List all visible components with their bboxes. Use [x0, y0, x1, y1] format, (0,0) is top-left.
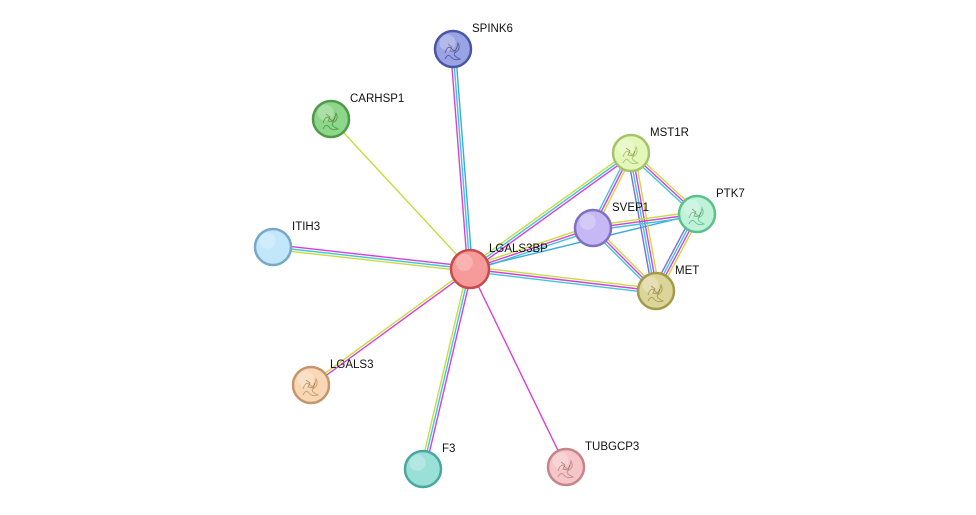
edge-line	[309, 267, 470, 385]
node-label: LGALS3BP	[489, 243, 548, 255]
node-label: F3	[442, 443, 455, 455]
edge-line	[272, 246, 471, 270]
edge-line	[422, 268, 471, 470]
edge-line	[468, 150, 631, 268]
edge-line	[469, 268, 567, 468]
edge-lgals3bp-tubgcp3	[469, 268, 567, 468]
node-circle[interactable]	[403, 449, 443, 489]
node-highlight	[579, 213, 596, 230]
node-itih3[interactable]: ITIH3	[253, 221, 320, 267]
protein-structure-icon	[444, 41, 462, 61]
node-circle[interactable]	[449, 248, 491, 290]
node-highlight	[259, 232, 276, 249]
edge-line	[469, 227, 594, 270]
node-circle[interactable]	[573, 208, 613, 248]
edge-line	[626, 153, 654, 292]
edge-line	[449, 49, 469, 270]
edge-line	[454, 48, 474, 269]
node-circle[interactable]	[546, 447, 586, 487]
node-circle[interactable]	[311, 99, 351, 139]
node-label: SVEP1	[612, 202, 649, 214]
protein-structure-icon	[622, 145, 640, 165]
node-circle[interactable]	[636, 271, 676, 311]
edge-line	[419, 268, 469, 469]
edge-lgals3bp-spink6	[449, 48, 474, 270]
edge-line	[470, 265, 657, 290]
edge-line	[452, 48, 471, 270]
node-lgals3[interactable]: LGALS3	[291, 359, 373, 405]
node-spink6[interactable]: SPINK6	[433, 23, 513, 69]
edge-lgals3bp-lgals3	[309, 267, 472, 387]
node-highlight	[455, 253, 473, 271]
edge-line	[469, 270, 656, 295]
protein-structure-icon	[557, 459, 575, 479]
node-mst1r[interactable]: MST1R	[611, 127, 689, 173]
edge-line	[330, 118, 471, 270]
node-lgals3bp[interactable]: LGALS3BP	[449, 243, 548, 290]
node-circle[interactable]	[253, 227, 293, 267]
edge-lgals3bp-mst1r	[468, 150, 633, 272]
node-met[interactable]: MET	[636, 265, 699, 311]
protein-structure-icon	[688, 206, 706, 226]
node-label: SPINK6	[472, 23, 513, 35]
edge-line	[469, 152, 632, 270]
node-label: PTK7	[716, 188, 745, 200]
edge-line	[631, 152, 658, 291]
edge-line	[469, 268, 657, 292]
edge-line	[469, 225, 593, 268]
node-label: MET	[675, 265, 699, 277]
protein-structure-icon	[322, 111, 340, 131]
node-label: CARHSP1	[350, 93, 404, 105]
edge-line	[311, 269, 472, 387]
edge-line	[273, 243, 471, 268]
node-ptk7[interactable]: PTK7	[677, 188, 745, 234]
edge-line	[470, 154, 633, 272]
node-f3[interactable]: F3	[403, 443, 455, 489]
protein-structure-icon	[302, 377, 320, 397]
edge-lgals3bp-f3	[419, 268, 474, 470]
node-circle[interactable]	[291, 365, 331, 405]
node-svep1[interactable]: SVEP1	[573, 202, 649, 248]
edge-lgals3bp-carhsp1	[330, 118, 471, 270]
edge-lgals3bp-itih3	[272, 243, 471, 273]
node-highlight	[409, 454, 426, 471]
edge-line	[272, 248, 470, 273]
node-label: TUBGCP3	[585, 441, 639, 453]
node-circle[interactable]	[677, 194, 717, 234]
node-circle[interactable]	[433, 29, 473, 69]
node-label: LGALS3	[330, 359, 373, 371]
protein-structure-icon	[647, 283, 665, 303]
node-carhsp1[interactable]: CARHSP1	[311, 93, 404, 139]
node-label: ITIH3	[292, 221, 320, 233]
node-circle[interactable]	[611, 133, 651, 173]
node-label: MST1R	[650, 127, 689, 139]
edge-lgals3bp-met	[469, 265, 657, 295]
edge-line	[424, 269, 474, 470]
edge-line	[629, 153, 656, 292]
node-tubgcp3[interactable]: TUBGCP3	[546, 441, 639, 487]
